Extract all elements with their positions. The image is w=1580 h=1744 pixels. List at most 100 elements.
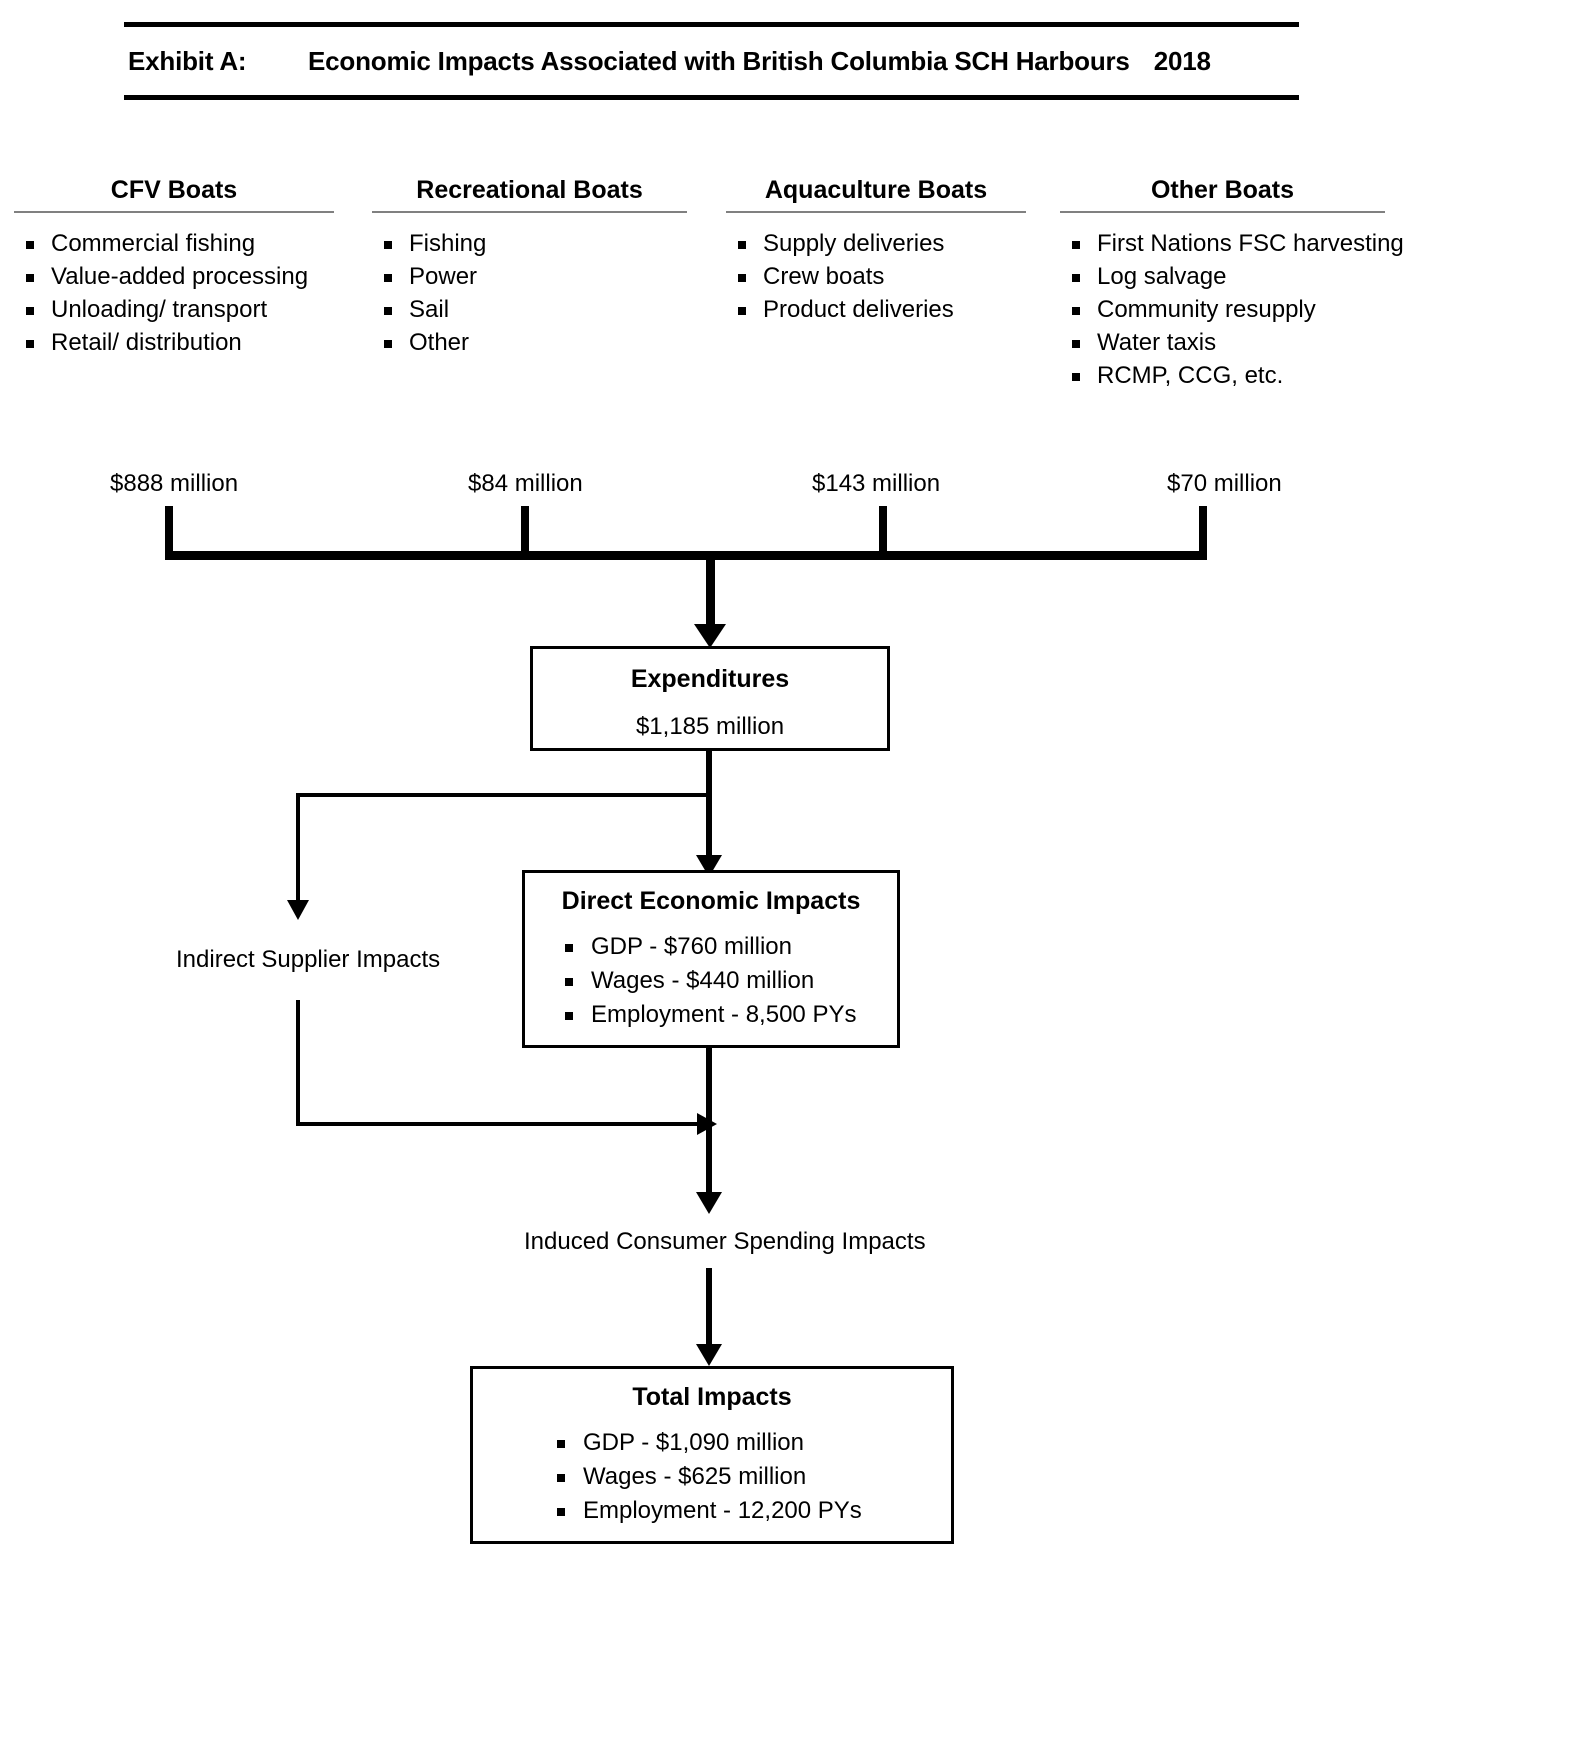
bullet-square-icon: [26, 307, 34, 315]
total-impacts-title: Total Impacts: [632, 1383, 792, 1411]
list-item-label: Sail: [409, 296, 450, 323]
list-item-label: GDP - $1,090 million: [583, 1429, 804, 1456]
category-divider: [14, 211, 334, 213]
arrow-line-to-expenditures: [706, 557, 715, 629]
bullet-square-icon: [26, 241, 34, 249]
list-item-label: Crew boats: [763, 263, 885, 290]
category-item-list: Commercial fishing Value-added processin…: [14, 227, 334, 359]
total-impacts-box: Total Impacts GDP - $1,090 million Wages…: [470, 1366, 954, 1544]
list-item-label: Retail/ distribution: [51, 329, 242, 356]
category-column-aquaculture-boats: Aquaculture Boats Supply deliveries Crew…: [726, 176, 1026, 326]
list-item-label: Power: [409, 263, 478, 290]
total-impacts-list: GDP - $1,090 million Wages - $625 millio…: [473, 1426, 951, 1528]
category-heading: Other Boats: [1150, 176, 1295, 204]
list-item: Wages - $440 million: [553, 964, 897, 998]
list-item-label: Water taxis: [1097, 329, 1217, 356]
arrow-line-direct-to-induced: [706, 1048, 712, 1200]
list-item: Fishing: [372, 227, 687, 260]
arrow-head-down-icon: [696, 1344, 722, 1366]
list-item: Power: [372, 260, 687, 293]
bullet-square-icon: [557, 1440, 565, 1448]
list-item-label: Log salvage: [1097, 263, 1227, 290]
list-item: Employment - 12,200 PYs: [545, 1494, 951, 1528]
list-item-label: Wages - $440 million: [591, 967, 815, 994]
list-item: GDP - $760 million: [553, 930, 897, 964]
list-item: Product deliveries: [726, 293, 1026, 326]
title-row: Exhibit A: Economic Impacts Associated w…: [124, 27, 1299, 95]
bullet-square-icon: [1072, 340, 1080, 348]
arrow-head-down-icon: [694, 624, 726, 648]
category-heading: Aquaculture Boats: [764, 176, 988, 204]
exhibit-label: Exhibit A:: [128, 45, 247, 76]
bullet-square-icon: [26, 274, 34, 282]
list-item: Employment - 8,500 PYs: [553, 998, 897, 1032]
category-item-list: Fishing Power Sail Other: [372, 227, 687, 359]
arrow-line-induced-to-total: [706, 1268, 712, 1352]
category-divider: [372, 211, 687, 213]
category-item-list: First Nations FSC harvesting Log salvage…: [1060, 227, 1404, 392]
list-item-label: Community resupply: [1097, 296, 1316, 323]
bullet-square-icon: [557, 1508, 565, 1516]
direct-impacts-title: Direct Economic Impacts: [561, 887, 861, 915]
bullet-square-icon: [384, 241, 392, 249]
page-title: Economic Impacts Associated with British…: [308, 45, 1130, 76]
category-divider: [1060, 211, 1385, 213]
bullet-square-icon: [565, 944, 573, 952]
title-block: Exhibit A: Economic Impacts Associated w…: [124, 22, 1299, 100]
list-item-label: Commercial fishing: [51, 230, 256, 257]
collector-bar: [165, 551, 1207, 560]
category-heading: CFV Boats: [110, 176, 238, 204]
expenditures-amount: $1,185 million: [635, 713, 785, 740]
amount-label-cfv-boats: $888 million: [110, 470, 239, 497]
list-item: Sail: [372, 293, 687, 326]
bullet-square-icon: [384, 274, 392, 282]
bullet-square-icon: [26, 340, 34, 348]
amount-label-other-boats: $70 million: [1167, 470, 1282, 497]
amount-label-recreational-boats: $84 million: [468, 470, 583, 497]
direct-impacts-list: GDP - $760 million Wages - $440 million …: [525, 930, 897, 1032]
bullet-square-icon: [1072, 241, 1080, 249]
bullet-square-icon: [384, 307, 392, 315]
list-item: First Nations FSC harvesting: [1060, 227, 1404, 260]
branch-line-vertical-to-indirect: [296, 793, 300, 909]
branch-line-horizontal-to-indirect: [296, 793, 708, 797]
direct-economic-impacts-box: Direct Economic Impacts GDP - $760 milli…: [522, 870, 900, 1048]
bullet-square-icon: [1072, 274, 1080, 282]
category-column-cfv-boats: CFV Boats Commercial fishing Value-added…: [14, 176, 334, 359]
list-item: Water taxis: [1060, 326, 1385, 359]
category-divider: [726, 211, 1026, 213]
amount-label-aquaculture-boats: $143 million: [812, 470, 941, 497]
bullet-square-icon: [1072, 373, 1080, 381]
list-item-label: Employment - 8,500 PYs: [591, 1001, 857, 1028]
arrow-head-down-icon: [696, 1192, 722, 1214]
list-item-label: Employment - 12,200 PYs: [583, 1497, 862, 1524]
bullet-square-icon: [738, 274, 746, 282]
list-item-label: Unloading/ transport: [51, 296, 268, 323]
connector-stem-other: [1199, 506, 1207, 554]
expenditures-box: Expenditures $1,185 million: [530, 646, 890, 751]
connector-stem-aquaculture: [879, 506, 887, 554]
category-column-recreational-boats: Recreational Boats Fishing Power Sail Ot…: [372, 176, 687, 359]
list-item: Supply deliveries: [726, 227, 1026, 260]
list-item-label: Product deliveries: [763, 296, 954, 323]
list-item-label: Value-added processing: [51, 263, 309, 290]
list-item: Wages - $625 million: [545, 1460, 951, 1494]
list-item-label: GDP - $760 million: [591, 933, 792, 960]
list-item-label: Other: [409, 329, 470, 356]
indirect-return-line-vertical: [296, 1000, 300, 1126]
induced-consumer-spending-impacts-label: Induced Consumer Spending Impacts: [524, 1228, 926, 1255]
list-item: Commercial fishing: [14, 227, 334, 260]
arrow-line-expenditures-to-direct: [706, 751, 712, 863]
list-item: Other: [372, 326, 687, 359]
arrow-head-down-icon: [287, 900, 309, 920]
category-heading: Recreational Boats: [416, 176, 643, 204]
bullet-square-icon: [557, 1474, 565, 1482]
list-item-label: Wages - $625 million: [583, 1463, 807, 1490]
indirect-return-line-horizontal: [296, 1122, 708, 1126]
list-item-label: First Nations FSC harvesting: [1097, 230, 1404, 257]
list-item: Unloading/ transport: [14, 293, 334, 326]
bullet-square-icon: [1072, 307, 1080, 315]
bullet-square-icon: [738, 307, 746, 315]
bullet-square-icon: [565, 1012, 573, 1020]
